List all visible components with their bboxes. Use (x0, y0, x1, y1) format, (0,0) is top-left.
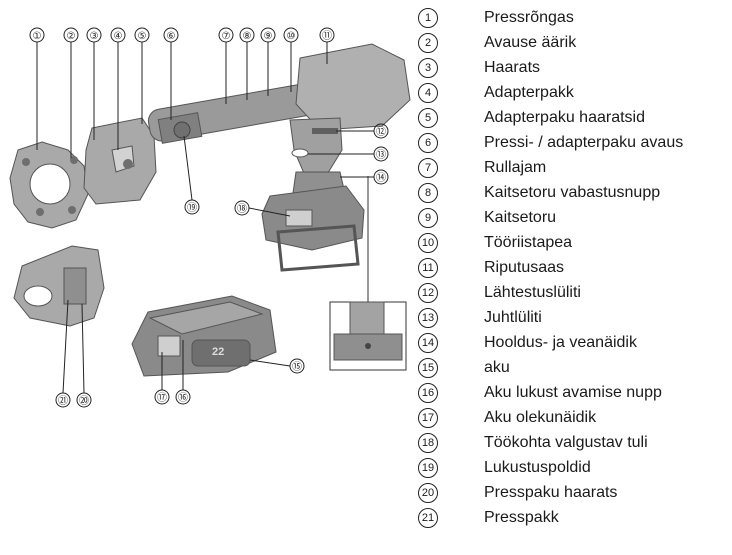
callout-16-text: ⑯ (178, 392, 188, 404)
legend-label: Aku lukust avamise nupp (484, 384, 662, 402)
legend-number: 14 (418, 333, 438, 353)
battery-marking: 22 (212, 346, 224, 358)
callout-19-text: ⑲ (187, 202, 197, 214)
callout-17-text: ⑰ (157, 392, 167, 404)
legend-label: Presspakk (484, 509, 559, 527)
callout-13-text: ⑬ (376, 149, 386, 161)
callout-18-text: ⑱ (237, 203, 247, 215)
legend-number: 10 (418, 233, 438, 253)
legend-label: Haarats (484, 59, 540, 77)
callout-3: ③ (87, 28, 101, 140)
callout-7-text: ⑦ (222, 31, 231, 42)
legend-label: Avause äärik (484, 34, 576, 52)
callout-2-text: ② (67, 31, 76, 42)
legend-label: Rullajam (484, 159, 546, 177)
legend-label: Lähtestuslüliti (484, 284, 581, 302)
press-pack-drawing (14, 246, 104, 326)
tool-battery-drawing (262, 186, 364, 270)
callout-20-text: ⑳ (79, 395, 89, 407)
legend-label: Adapterpaku haaratsid (484, 109, 645, 127)
legend-number: 6 (418, 133, 438, 153)
callout-9: ⑨ (261, 28, 275, 96)
legend-label: Presspaku haarats (484, 484, 617, 502)
legend-number: 5 (418, 108, 438, 128)
legend-label: Riputusaas (484, 259, 564, 277)
legend-label: Kaitsetoru (484, 209, 556, 227)
legend-number: 20 (418, 483, 438, 503)
legend-label: Töökohta valgustav tuli (484, 434, 648, 452)
callout-11-text: ⑪ (322, 30, 332, 42)
legend-number: 4 (418, 83, 438, 103)
callout-7: ⑦ (219, 28, 233, 104)
adapter-pack-drawing (84, 118, 156, 204)
callout-6-text: ⑥ (167, 31, 176, 42)
legend-number: 7 (418, 158, 438, 178)
callout-1: ① (30, 28, 44, 150)
legend-number: 8 (418, 183, 438, 203)
battery-drawing: 22 (132, 296, 276, 376)
callout-1-text: ① (33, 31, 42, 42)
callout-10: ⑩ (284, 28, 298, 92)
legend-number: 11 (418, 258, 438, 278)
legend-number: 19 (418, 458, 438, 478)
legend-number: 9 (418, 208, 438, 228)
legend-number: 1 (418, 8, 438, 28)
legend-number: 18 (418, 433, 438, 453)
callout-12-text: ⑫ (376, 126, 386, 138)
callout-2: ② (64, 28, 78, 158)
callout-4-text: ④ (114, 31, 123, 42)
legend-label: Hooldus- ja veanäidik (484, 334, 637, 352)
legend-number: 13 (418, 308, 438, 328)
callout-19: ⑲ (184, 136, 199, 214)
callout-15: ⑮ (250, 359, 304, 373)
legend-label: Lukustuspoldid (484, 459, 591, 477)
callout-9-text: ⑨ (264, 31, 273, 42)
legend-number: 15 (418, 358, 438, 378)
legend-number: 2 (418, 33, 438, 53)
callout-21-text: ㉑ (58, 395, 68, 407)
legend-number: 16 (418, 383, 438, 403)
legend-label: Adapterpakk (484, 84, 574, 102)
legend-label: Juhtlüliti (484, 309, 542, 327)
callout-5: ⑤ (135, 28, 149, 124)
legend-number: 21 (418, 508, 438, 528)
callout-5-text: ⑤ (138, 31, 147, 42)
callout-14: ⑭ (340, 170, 388, 184)
legend-number: 3 (418, 58, 438, 78)
callout-3-text: ③ (90, 31, 99, 42)
legend-label: aku (484, 359, 510, 377)
callout-15-text: ⑮ (292, 361, 302, 373)
legend-label: Kaitsetoru vabastusnupp (484, 184, 660, 202)
legend-label: Pressrõngas (484, 9, 574, 27)
legend-number: 12 (418, 283, 438, 303)
legend-label: Tööriistapea (484, 234, 572, 252)
legend-label: Pressi- / adapterpaku avaus (484, 134, 683, 152)
callout-8: ⑧ (240, 28, 254, 100)
callout-8-text: ⑧ (243, 31, 252, 42)
press-ring-drawing (10, 142, 88, 228)
legend-number: 17 (418, 408, 438, 428)
callout-14-text: ⑭ (376, 172, 386, 184)
callout-10-text: ⑩ (287, 31, 296, 42)
legend-label: Aku olekunäidik (484, 409, 596, 427)
